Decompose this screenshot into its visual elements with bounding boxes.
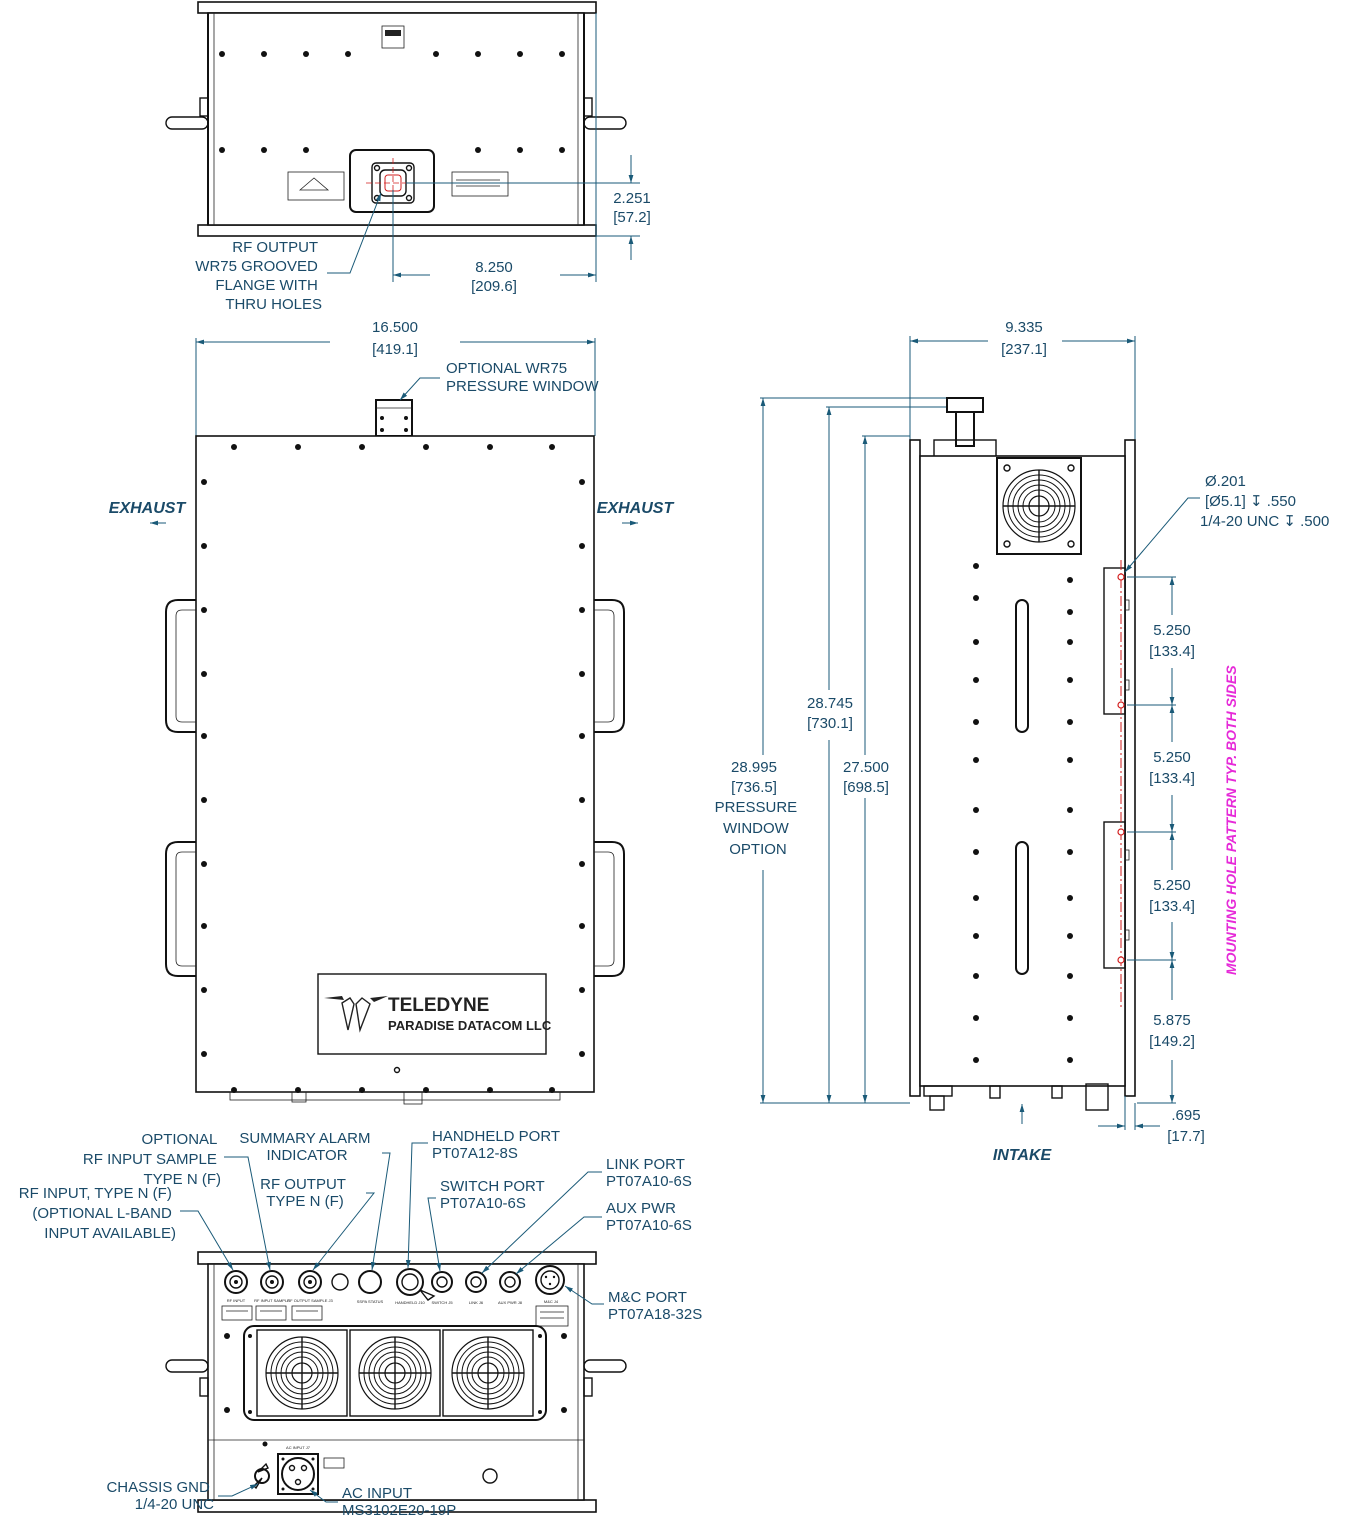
- callout-aux-pwr: AUX PWR PT07A10-6S: [606, 1200, 692, 1234]
- spacing-3-value: 5.250: [1153, 877, 1191, 894]
- spacing-2-value: 5.250: [1153, 749, 1191, 766]
- spacing-3-metric: [133.4]: [1149, 898, 1195, 915]
- side-width-metric: [237.1]: [1001, 341, 1047, 358]
- front-width-metric: [419.1]: [372, 341, 418, 358]
- intake-label: INTAKE: [993, 1147, 1053, 1164]
- spacing-4-metric: [149.2]: [1149, 1033, 1195, 1050]
- panel-handheld: HANDHELD J10: [395, 1300, 425, 1305]
- plug-hole: [331, 1273, 349, 1291]
- side-height-flange-value: 28.745: [807, 695, 853, 712]
- panel-rf-input: RF INPUT: [227, 1298, 246, 1303]
- handheld-port-connector: [396, 1268, 436, 1301]
- offset-dim-metric: [17.7]: [1167, 1128, 1205, 1145]
- offset-dim-value: .695: [1171, 1107, 1200, 1124]
- top-dim-horizontal-metric: [209.6]: [471, 278, 517, 295]
- callout-chassis-gnd: CHASSIS GND 1/4-20 UNC: [106, 1479, 214, 1513]
- side-width-value: 9.335: [1005, 319, 1043, 336]
- callout-summary-alarm: SUMMARY ALARM INDICATOR: [239, 1130, 374, 1164]
- teledyne-logo-mark: [324, 996, 388, 1033]
- rf-input-connector: [224, 1270, 248, 1294]
- callout-rf-input-sample: OPTIONAL RF INPUT SAMPLE TYPE N (F): [83, 1131, 221, 1188]
- panel-link: LINK J6: [469, 1300, 484, 1305]
- mounting-hole-note: MOUNTING HOLE PATTERN TYP. BOTH SIDES: [1223, 665, 1239, 975]
- callout-switch-port: SWITCH PORT PT07A10-6S: [440, 1178, 549, 1212]
- panel-aux-pwr: AUX PWR J8: [498, 1300, 523, 1305]
- top-dim-vertical-value: 2.251: [613, 190, 651, 207]
- rf-output-flange-label: RF OUTPUT WR75 GROOVED FLANGE WITH THRU …: [195, 239, 322, 313]
- side-height-pressure-metric: [736.5]: [731, 779, 777, 796]
- hole-callout-depth: [Ø5.1] ↧ .550: [1205, 493, 1296, 510]
- callout-link-port: LINK PORT PT07A10-6S: [606, 1156, 692, 1190]
- front-width-value: 16.500: [372, 319, 418, 336]
- spacing-1-metric: [133.4]: [1149, 643, 1195, 660]
- switch-port-connector: [431, 1271, 453, 1293]
- top-dim-vertical-metric: [57.2]: [613, 209, 651, 226]
- callout-rf-input: RF INPUT, TYPE N (F) (OPTIONAL L-BAND IN…: [19, 1185, 176, 1242]
- ac-input-connector: [277, 1453, 319, 1495]
- hole-callout-thread: 1/4-20 UNC ↧ .500: [1200, 513, 1329, 530]
- exhaust-left-label: EXHAUST: [109, 500, 187, 517]
- pressure-window-option-note: PRESSURE WINDOW OPTION: [715, 799, 802, 858]
- top-view: 2.251 [57.2] 8.250 [209.6] RF OUTPUT WR7…: [165, 1, 651, 313]
- top-dim-horizontal-value: 8.250: [475, 259, 513, 276]
- spacing-1-value: 5.250: [1153, 622, 1191, 639]
- logo-teledyne-text: TELEDYNE: [388, 995, 489, 1016]
- side-height-flange-metric: [730.1]: [807, 715, 853, 732]
- spacing-2-metric: [133.4]: [1149, 770, 1195, 787]
- panel-mc: M&C J4: [544, 1299, 559, 1304]
- callout-rf-output: RF OUTPUT TYPE N (F): [260, 1176, 350, 1210]
- side-height-pressure-value: 28.995: [731, 759, 777, 776]
- rf-output-sample-connector: [298, 1270, 322, 1294]
- panel-rf-output-sample: RF OUTPUT SAMPLE J3: [287, 1298, 333, 1303]
- panel-rf-input-sample: RF INPUT SAMPLE: [254, 1298, 290, 1303]
- hole-callout-diameter: Ø.201: [1205, 473, 1246, 490]
- pressure-window-label-1: OPTIONAL WR75: [446, 360, 567, 377]
- bottom-view: RF INPUT RF INPUT SAMPLE RF OUTPUT SAMPL…: [165, 1251, 627, 1513]
- panel-ac-input: AC INPUT J7: [286, 1445, 311, 1450]
- callout-ac-input: AC INPUT MS3102E20-19P: [342, 1485, 456, 1519]
- mc-port-connector: [535, 1265, 565, 1295]
- callout-mc-port: M&C PORT PT07A18-32S: [608, 1289, 702, 1323]
- side-view: 9.335 [237.1]: [715, 319, 1330, 1164]
- pressure-window-label-2: PRESSURE WINDOW: [446, 378, 599, 395]
- exhaust-right-label: EXHAUST: [597, 500, 675, 517]
- spacing-4-value: 5.875: [1153, 1012, 1191, 1029]
- front-view: 16.500 [419.1] OPTIONAL WR75 PRESSURE WI…: [109, 319, 675, 1105]
- bottom-view-callouts: RF INPUT, TYPE N (F) (OPTIONAL L-BAND IN…: [19, 1128, 702, 1519]
- side-height-body-value: 27.500: [843, 759, 889, 776]
- rf-input-sample-connector: [260, 1270, 284, 1294]
- aux-pwr-connector: [499, 1271, 521, 1293]
- callout-handheld-port: HANDHELD PORT PT07A12-8S: [432, 1128, 564, 1162]
- panel-switch: SWITCH J5: [431, 1300, 453, 1305]
- panel-sspa-status: SSPA STATUS: [357, 1299, 384, 1304]
- side-height-body-metric: [698.5]: [843, 779, 889, 796]
- summary-alarm-indicator: [358, 1270, 382, 1294]
- link-port-connector: [465, 1271, 487, 1293]
- logo-paradise-text: PARADISE DATACOM LLC: [388, 1018, 552, 1033]
